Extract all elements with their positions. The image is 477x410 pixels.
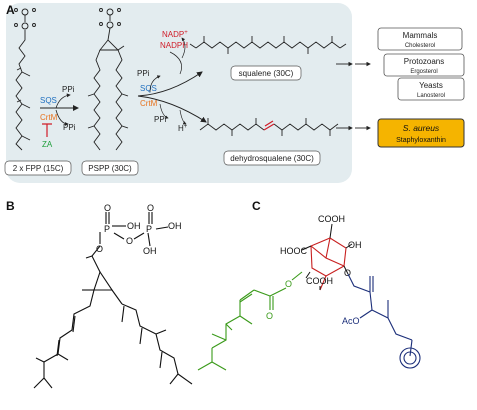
squalene-label-box [230,65,302,81]
arrow-nadph-to-nadp [169,38,186,75]
atom-o-ester: O [96,244,103,254]
product-ergosterol: Ergosterol [410,69,437,75]
arrows-to-organisms [336,61,371,131]
pspp-label-box [81,160,139,176]
core-substituents [301,223,353,290]
arrow-ppi-1-release [55,93,71,109]
panel-c-label: C [252,199,261,213]
cofactor-nadph: NADPH [160,41,188,50]
arrow-pspp-to-dehydrosqualene [137,95,207,123]
cofactor-nadp: NADP+ [162,30,188,39]
atom-p1: P [104,224,110,234]
dehydrosqualene-label: dehydrosqualene (30C) [230,154,314,163]
fpp-structure [14,8,36,151]
organism-s-aureus: S. aureus [403,123,440,133]
pspp-label: PSPP (30C) [88,164,132,173]
atom-oh1: OH [127,221,141,231]
inhibition-za [42,123,52,137]
product-cholesterol: Cholesterol [405,43,435,49]
product-staphyloxanthin: Staphyloxanthin [396,137,446,144]
organism-yeasts: Yeasts [419,81,443,90]
cofactor-ppi-4: PPi [154,115,167,124]
atom-cooh-top: COOH [318,214,345,224]
panel-b: B [6,199,193,389]
atom-o-ester-c: O [285,279,292,289]
atom-o-double-2: O [147,203,154,213]
benzyl-side-chain [347,273,421,369]
atom-p2: P [146,224,152,234]
pspp-structure [87,8,129,151]
box-s-aureus [377,118,465,148]
squalene-label: squalene (30C) [239,69,294,78]
box-protozoans [383,53,465,77]
arrow-ppi-3-release [149,75,161,93]
panel-a-background [6,3,352,183]
panel-c: C COOH HOOC OH COOH O [197,199,421,371]
cofactor-ppi-3: PPi [137,69,150,78]
panel-b-structure [33,212,193,389]
squalene-structure [189,36,347,54]
atom-o-bridge: O [126,236,133,246]
atom-oh2: OH [168,221,182,231]
atom-o-carbonyl: O [266,311,273,321]
enzyme-crtm-2: CrtM [140,99,158,108]
atom-oh: OH [348,240,362,250]
dehydrosqualene-structure [199,118,339,136]
fpp-label: 2 x FPP (15C) [13,164,64,173]
box-mammals [377,27,463,51]
ester-chain [197,271,303,371]
atom-oh3: OH [143,246,157,256]
organism-mammals: Mammals [403,31,438,40]
atom-aco: AcO [342,316,360,326]
dehydrosqualene-label-box [223,150,321,166]
cofactor-ppi-2: PPi [63,123,76,132]
enzyme-sqs-1: SQS [40,96,57,105]
box-yeasts [397,77,465,101]
panel-b-label: B [6,199,15,213]
organism-protozoans: Protozoans [404,57,444,66]
fpp-label-box [4,160,72,176]
product-lanosterol: Lanosterol [417,93,445,99]
atom-cooh-bottom: COOH [306,276,333,286]
panel-a-label: A [6,3,15,17]
atom-o-ring: O [344,268,351,278]
panel-a: A SQS PPi CrtM PPi ZA [4,3,465,183]
cofactor-ppi-1: PPi [62,85,75,94]
enzyme-crtm-1: CrtM [40,113,58,122]
atom-hooc: HOOC [280,246,308,256]
arrow-ppi-2-release [55,109,69,126]
arrow-pspp-to-squalene [137,71,203,97]
dehydrosqualene-red-bond [263,120,275,131]
arrow-ppi-4-release [159,103,169,119]
enzyme-sqs-2: SQS [140,84,157,93]
cofactor-h: H+ [178,124,188,133]
inhibitor-za: ZA [42,140,53,149]
arrow-h-release [179,109,187,125]
atom-o-double-1: O [104,203,111,213]
